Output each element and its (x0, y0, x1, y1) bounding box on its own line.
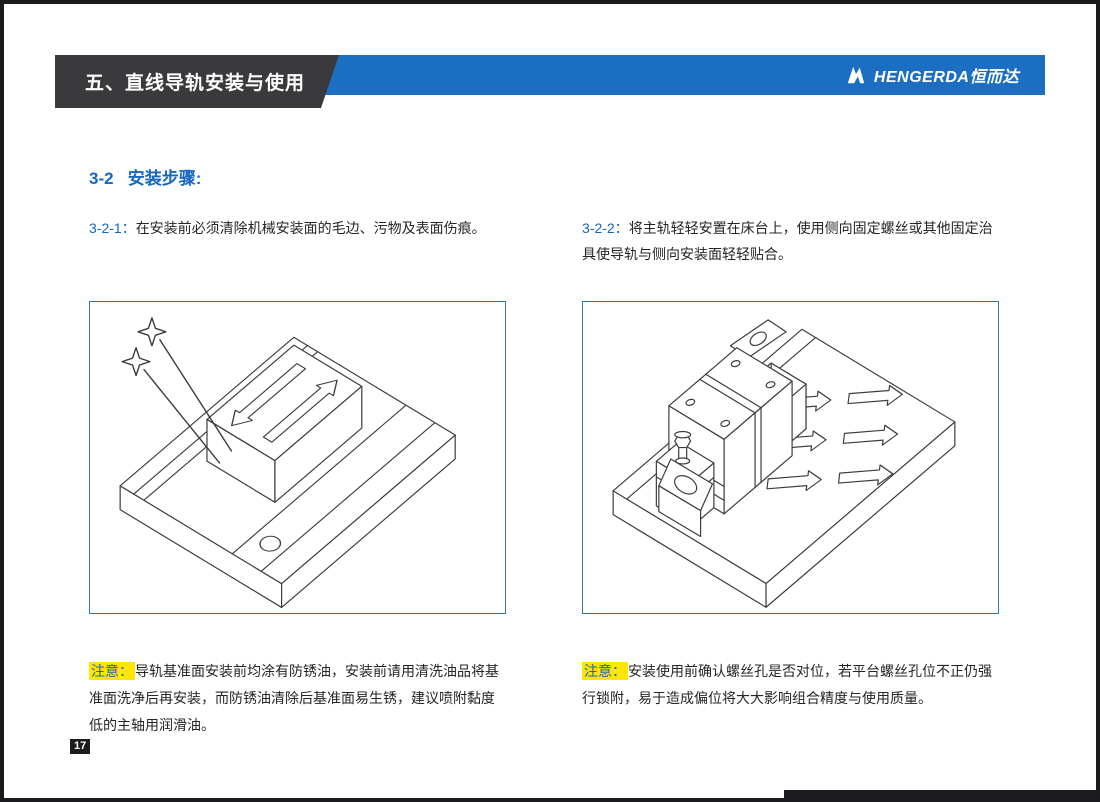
column-step-2: 3-2-2：将主轨轻轻安置在床台上，使用侧向固定螺丝或其他固定治具使导轨与侧向安… (582, 215, 999, 739)
brand-logo: HENGERDA恒而达 (845, 63, 1019, 87)
note-2-label: 注意： (582, 662, 628, 680)
page-number: 17 (70, 739, 91, 754)
figure1-sparkle-stars (121, 317, 167, 377)
figure2-clamp-screw (658, 430, 714, 538)
two-column-layout: 3-2-1：在安装前必须清除机械安装面的毛边、污物及表面伤痕。 (89, 215, 999, 739)
page-header: HENGERDA恒而达 五、直线导轨安装与使用 (55, 55, 1045, 108)
note-2: 注意：安装使用前确认螺丝孔是否对位，若平台螺丝孔位不正仍强行锁附，易于造成偏位将… (582, 658, 999, 712)
step-1-text: 3-2-1：在安装前必须清除机械安装面的毛边、污物及表面伤痕。 (89, 215, 506, 301)
figure-1-drawing (119, 317, 456, 609)
note-1: 注意：导轨基准面安装前均涂有防锈油，安装前请用清洗油品将基准面洗净后再安装，而防… (89, 658, 506, 739)
figure-box-1 (89, 301, 506, 614)
column-step-1: 3-2-1：在安装前必须清除机械安装面的毛边、污物及表面伤痕。 (89, 215, 506, 739)
figure-2-drawing (612, 319, 956, 608)
step-2-text: 3-2-2：将主轨轻轻安置在床台上，使用侧向固定螺丝或其他固定治具使导轨与侧向安… (582, 215, 999, 301)
header-blue-band: HENGERDA恒而达 (298, 55, 1045, 95)
page-content: 3-2 安装步骤: 3-2-1：在安装前必须清除机械安装面的毛边、污物及表面伤痕… (89, 164, 999, 739)
brand-logo-icon (847, 66, 865, 84)
footer-strip (784, 790, 1096, 798)
header-dark-band: 五、直线导轨安装与使用 (55, 55, 339, 108)
section-heading: 3-2 安装步骤: (89, 169, 202, 188)
step-1-body: 在安装前必须清除机械安装面的毛边、污物及表面伤痕。 (135, 220, 486, 236)
step-2-body: 将主轨轻轻安置在床台上，使用侧向固定螺丝或其他固定治具使导轨与侧向安装面轻轻贴合… (582, 220, 993, 262)
chapter-title: 五、直线导轨安装与使用 (85, 73, 306, 94)
figure1-motion-arrows (231, 363, 338, 443)
note-2-body: 安装使用前确认螺丝孔是否对位，若平台螺丝孔位不正仍强行锁附，易于造成偏位将大大影… (582, 663, 992, 706)
figure-box-2 (582, 301, 999, 614)
step-1-label: 3-2-1： (89, 220, 136, 236)
note-1-body: 导轨基准面安装前均涂有防锈油，安装前请用清洗油品将基准面洗净后再安装，而防锈油清… (89, 663, 499, 733)
figure1-slide-block (206, 344, 363, 503)
step-2-label: 3-2-2： (582, 220, 629, 236)
note-1-label: 注意： (89, 662, 135, 680)
brand-name: HENGERDA恒而达 (873, 69, 1019, 86)
figure1-scratch-needles (143, 339, 233, 464)
